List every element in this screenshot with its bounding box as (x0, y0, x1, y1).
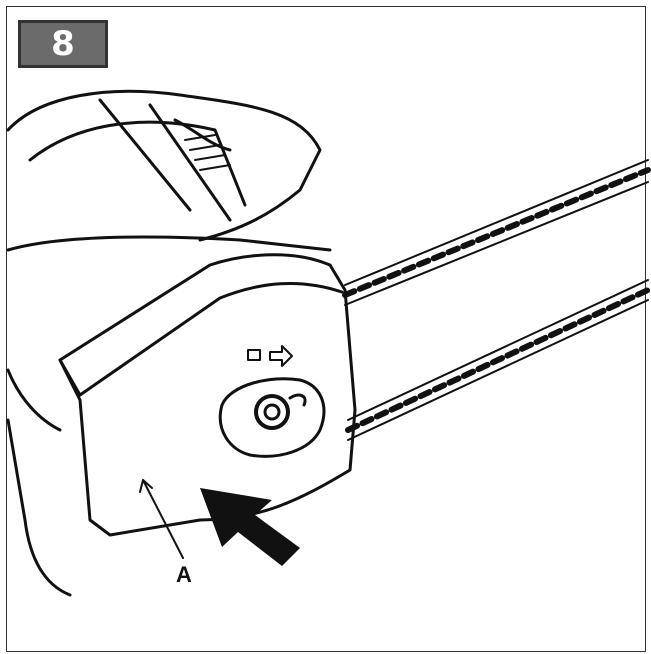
chain-lower (345, 287, 651, 433)
bar-nut-plate (218, 377, 326, 458)
step-number-badge: 8 (18, 20, 108, 68)
push-arrow (200, 488, 300, 566)
handle-outline (6, 89, 322, 242)
chain-upper (342, 167, 651, 298)
bar-nut (254, 394, 290, 430)
callout-label-a: A (176, 562, 192, 587)
handle-grip (28, 120, 247, 207)
callout-a-leader (142, 479, 184, 559)
motor-housing (6, 235, 332, 252)
figure-frame (6, 6, 646, 652)
